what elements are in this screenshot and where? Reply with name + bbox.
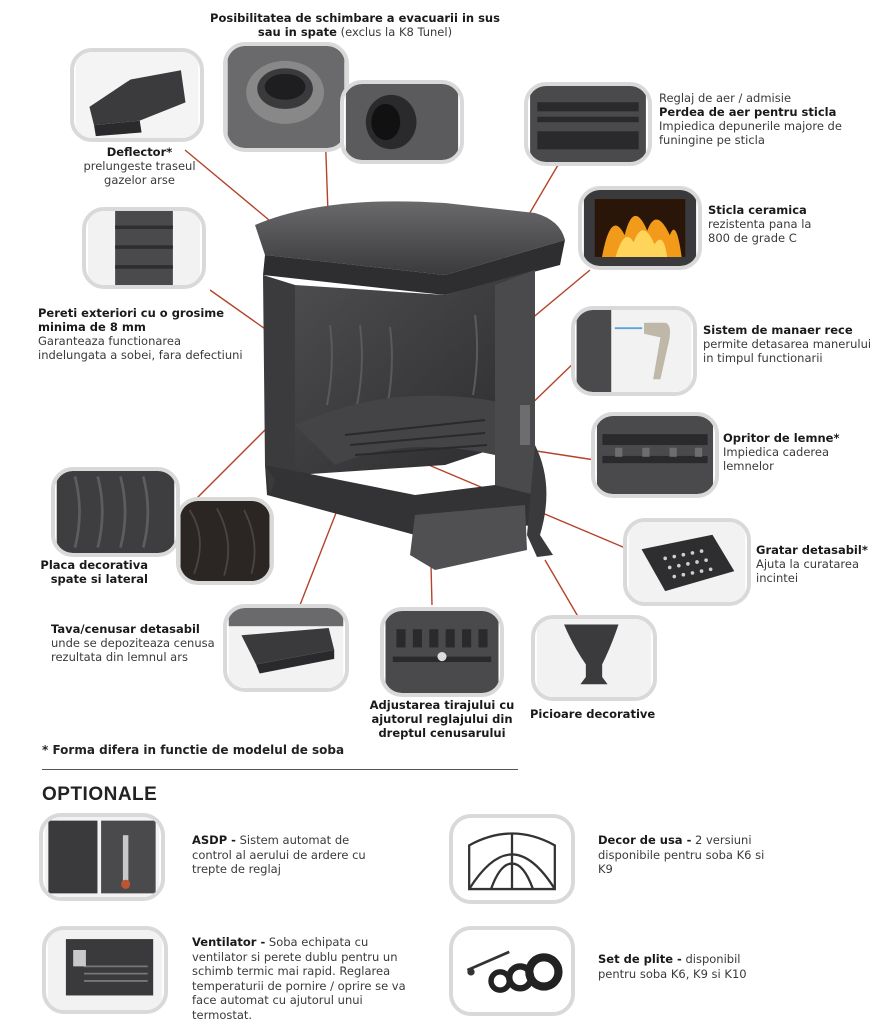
door-decor-icon	[449, 814, 575, 904]
label-reglaj-line1: Reglaj de aer / admisie	[659, 91, 792, 105]
damper-photo	[380, 607, 504, 697]
opt-plite-desc: disponibil pentru soba K6, K9 si K10	[598, 952, 747, 981]
label-evacuare-title: Posibilitatea de schimbare a evacuarii i…	[210, 11, 500, 39]
opt-plite-title: Set de plite -	[598, 952, 682, 966]
label-adjustare-title: Adjustarea tirajului cu ajutorul reglaju…	[369, 698, 515, 740]
flue-photo-2	[340, 80, 464, 164]
label-reglaj-desc: Impiedica depunerile majore de funingine…	[659, 119, 842, 147]
label-pereti-desc: Garanteaza functionarea indelungata a so…	[38, 334, 243, 362]
opt-decor: Decor de usa - 2 versiuni disponibile pe…	[598, 833, 778, 877]
opt-asdp: ASDP - Sistem automat de control al aeru…	[192, 833, 372, 877]
label-sticla-desc: rezistenta pana la 800 de grade C	[708, 217, 812, 245]
stove-cutaway	[255, 201, 565, 570]
divider	[42, 769, 518, 770]
label-placa-title: Placa decorativa spate si lateral	[40, 558, 148, 586]
optionale-heading: OPTIONALE	[42, 784, 158, 805]
label-opritor-desc: Impiedica caderea lemnelor	[723, 445, 830, 473]
label-gratar-desc: Ajuta la curatarea incintei	[756, 557, 860, 585]
opt-decor-title: Decor de usa -	[598, 833, 692, 847]
label-gratar-title: Gratar detasabil*	[756, 543, 868, 557]
decor-plate-photo	[51, 467, 180, 557]
grate-photo	[623, 518, 751, 606]
label-deflector: Deflector* prelungeste traseul gazelor a…	[72, 145, 207, 187]
air-curtain-photo	[524, 82, 652, 166]
decor-plate-detail-photo	[176, 497, 274, 585]
label-adjustare: Adjustarea tirajului cu ajutorul reglaju…	[362, 698, 522, 740]
label-picioare-title: Picioare decorative	[530, 707, 656, 721]
wall-photo	[82, 207, 206, 289]
opt-ventilator: Ventilator - Soba echipata cu ventilator…	[192, 935, 414, 1022]
leg-photo	[531, 615, 657, 701]
label-pereti: Pereti exteriori cu o grosime minima de …	[38, 306, 243, 362]
label-placa: Placa decorativa spate si lateral	[38, 558, 148, 586]
label-deflector-title: Deflector*	[106, 145, 173, 159]
label-reglaj: Reglaj de aer / admisie Perdea de aer pe…	[659, 91, 859, 147]
opt-asdp-desc: Sistem automat de control al aerului de …	[192, 833, 366, 876]
label-sticla-title: Sticla ceramica	[708, 203, 807, 217]
asdp-photo	[39, 813, 165, 901]
label-evacuare-desc: (exclus la K8 Tunel)	[340, 25, 453, 39]
fan-photo	[42, 926, 168, 1014]
label-manaer-desc: permite detasarea manerului in timpul fu…	[703, 337, 872, 365]
footnote: * Forma difera in functie de modelul de …	[42, 743, 345, 757]
label-picioare: Picioare decorative	[530, 707, 690, 721]
opt-decor-desc: 2 versiuni disponibile pentru soba K6 si…	[598, 833, 765, 876]
label-reglaj-title: Perdea de aer pentru sticla	[659, 105, 837, 119]
label-tava-desc: unde se depoziteaza cenusa rezultata din…	[51, 636, 215, 664]
label-tava-title: Tava/cenusar detasabil	[51, 622, 200, 636]
deflector-photo	[70, 48, 204, 142]
label-deflector-desc: prelungeste traseul gazelor arse	[83, 159, 196, 187]
flue-photo-1	[223, 42, 349, 152]
opt-plite: Set de plite - disponibil pentru soba K6…	[598, 952, 778, 981]
label-gratar: Gratar detasabil* Ajuta la curatarea inc…	[756, 543, 881, 585]
ash-tray-photo	[223, 604, 349, 692]
label-manaer: Sistem de manaer rece permite detasarea …	[703, 323, 881, 365]
opt-ventilator-title: Ventilator -	[192, 935, 266, 949]
hob-rings-photo	[449, 926, 575, 1016]
label-opritor-title: Opritor de lemne*	[723, 431, 840, 445]
opt-ventilator-desc: Soba echipata cu ventilator si perete du…	[192, 935, 406, 1022]
label-sticla: Sticla ceramica rezistenta pana la 800 d…	[708, 203, 828, 245]
label-manaer-title: Sistem de manaer rece	[703, 323, 853, 337]
label-pereti-title: Pereti exteriori cu o grosime minima de …	[38, 306, 225, 334]
opt-asdp-title: ASDP -	[192, 833, 236, 847]
label-opritor: Opritor de lemne* Impiedica caderea lemn…	[723, 431, 853, 473]
label-evacuare: Posibilitatea de schimbare a evacuarii i…	[205, 11, 505, 39]
handle-photo	[571, 306, 697, 396]
log-stop-photo	[591, 412, 719, 498]
fire-glass-photo	[578, 186, 702, 270]
label-tava: Tava/cenusar detasabil unde se depozitea…	[51, 622, 216, 664]
